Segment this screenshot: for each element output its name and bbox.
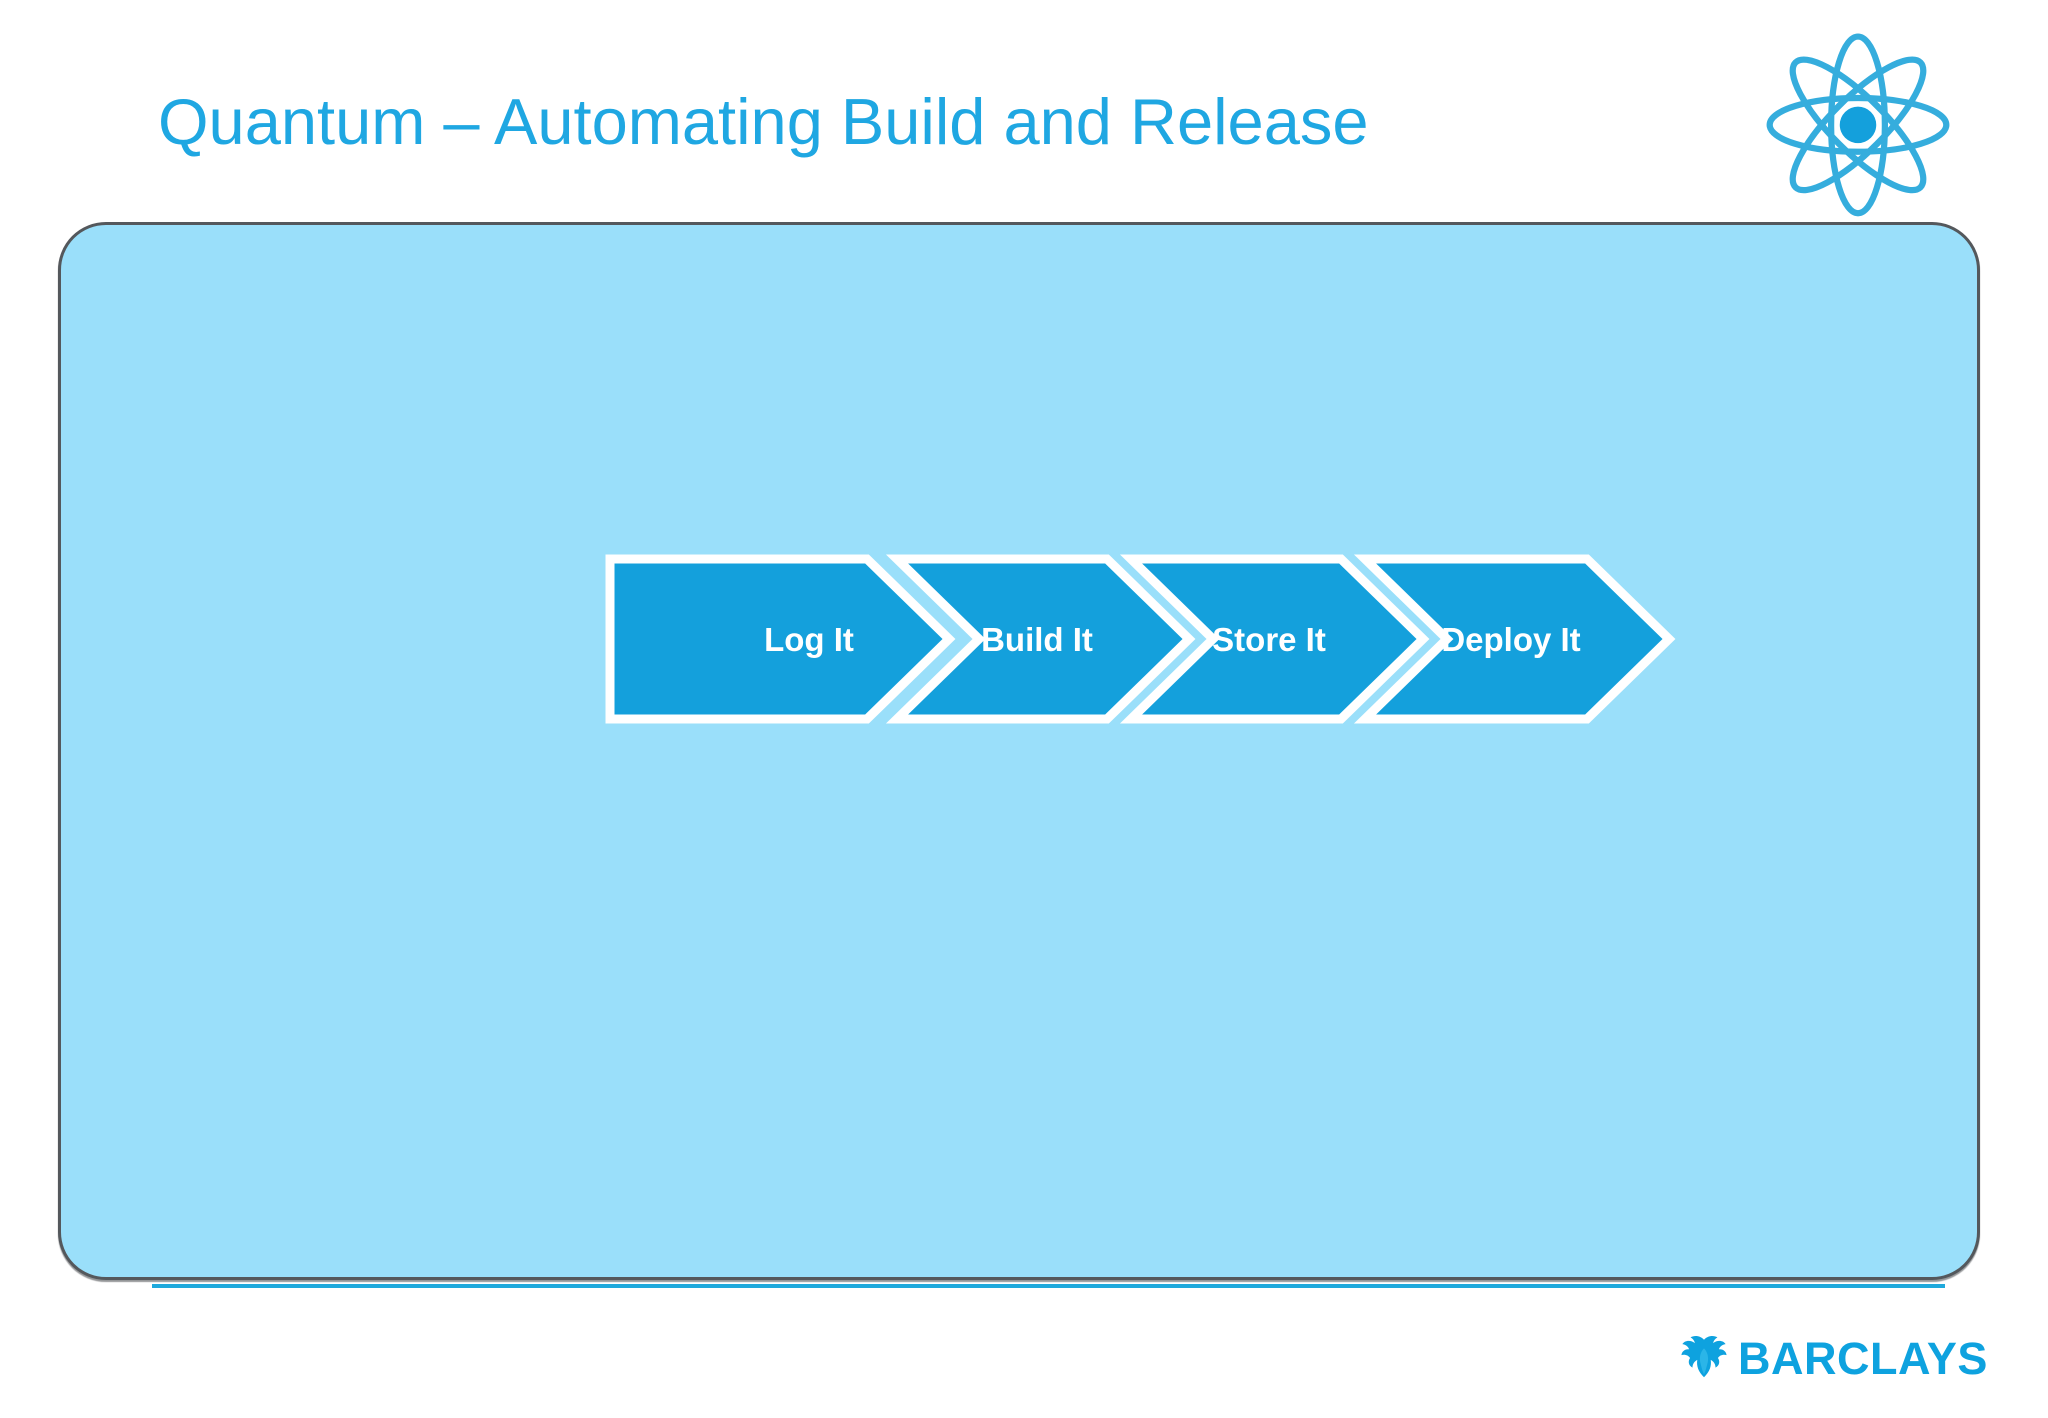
process-step-build-it: Build It: [885, 554, 1196, 724]
content-panel: Log It Build It Store It Deploy It: [58, 222, 1980, 1280]
process-step-label: Deploy It: [1441, 621, 1580, 658]
process-step-label: Log It: [764, 621, 854, 658]
footer-divider: [152, 1284, 1945, 1288]
process-step-deploy-it: Deploy It: [1353, 554, 1676, 724]
barclays-wordmark: BARCLAYS: [1738, 1332, 1988, 1384]
process-step-store-it: Store It: [1119, 554, 1430, 724]
barclays-eagle-icon: [1681, 1336, 1727, 1378]
process-step-label: Store It: [1212, 621, 1326, 658]
page-title: Quantum – Automating Build and Release: [158, 85, 1369, 158]
process-flow: Log It Build It Store It Deploy It: [605, 554, 1676, 724]
process-step-log-it: Log It: [605, 554, 956, 724]
process-step-label: Build It: [981, 621, 1093, 658]
brand-footer: BARCLAYS: [1680, 1332, 1988, 1384]
atom-logo-icon: [1766, 33, 1950, 217]
